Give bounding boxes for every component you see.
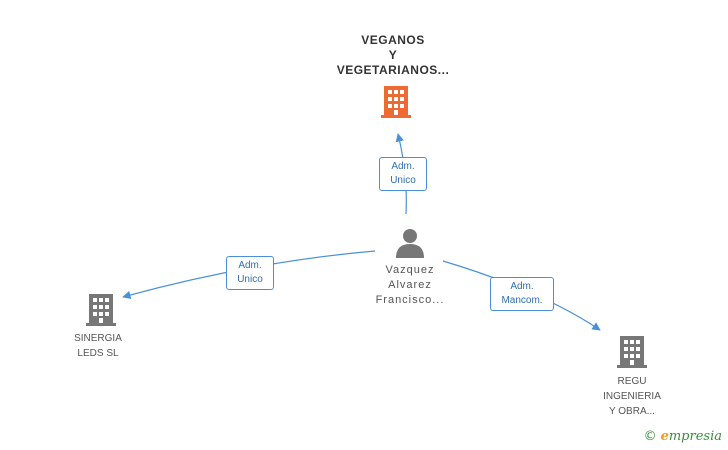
empresia-logo-text: mpresia	[668, 429, 722, 444]
empresia-watermark: ©empresia	[644, 429, 722, 444]
main-company-building-icon[interactable]	[381, 86, 411, 118]
empresia-logo-e: e	[660, 429, 669, 444]
regu-label[interactable]: REGU INGENIERIA Y OBRA...	[603, 376, 661, 417]
copyright-symbol: ©	[643, 429, 657, 444]
relation-badge-sinergia[interactable]: Adm. Unico	[226, 256, 274, 290]
person-icon[interactable]	[396, 229, 424, 258]
sinergia-building-icon[interactable]	[86, 294, 116, 326]
main-company-label[interactable]: VEGANOS Y VEGETARIANOS...	[336, 33, 450, 77]
regu-building-icon[interactable]	[617, 336, 647, 368]
relation-badge-regu[interactable]: Adm. Mancom.	[490, 277, 554, 311]
person-label[interactable]: Vazquez Alvarez Francisco...	[375, 264, 445, 306]
relation-badge-main[interactable]: Adm. Unico	[379, 157, 427, 191]
sinergia-label[interactable]: SINERGIA LEDS SL	[74, 333, 122, 359]
